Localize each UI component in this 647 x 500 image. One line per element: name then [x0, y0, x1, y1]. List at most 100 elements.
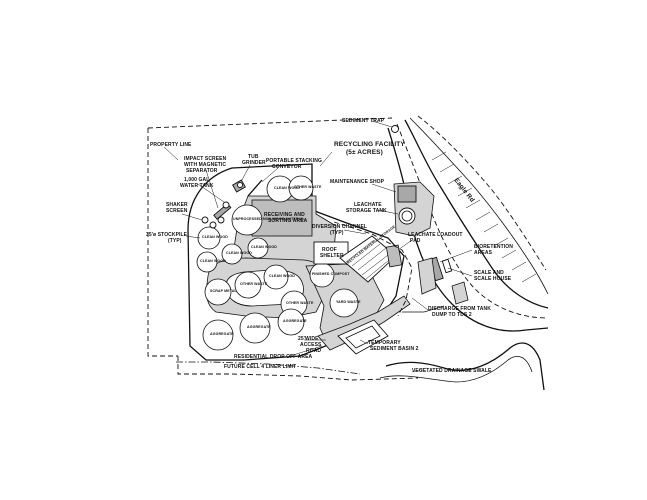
pile-scrap-metal [204, 278, 232, 306]
leader-impact [205, 169, 219, 209]
label-discharge-2: DUMP TO TDS 2 [432, 312, 472, 318]
receiving-sorting-area [251, 199, 313, 237]
discharge-line [402, 305, 445, 313]
pile-label-aggregate-1: AGGREGATE [210, 332, 234, 336]
label-sediment-trap: SEDIMENT TRAP [342, 118, 385, 124]
pile-label-other-waste-2: OTHER WASTE [240, 282, 268, 286]
pile-label-clean-wood-5: CLEAN WOOD [200, 259, 226, 263]
label-diversion-2: (TYP) [330, 230, 344, 236]
pile-label-clean-wood-1: CLEAN WOOD [274, 186, 300, 190]
label-conveyor-2: CONVEYOR [272, 164, 302, 170]
label-basin-1: TEMPORARY [368, 340, 401, 346]
road-outer-dash [417, 115, 547, 271]
pile-unprocessed [231, 204, 263, 236]
pile-label-aggregate-3: AGGREGATE [283, 319, 307, 323]
label-road-1: 25'WIDE [298, 336, 319, 342]
label-diversion-1: DIVERSION CHANNEL [312, 224, 367, 230]
swale-line-inner [379, 356, 533, 383]
shaker-screen-icon-1 [201, 216, 209, 224]
label-stockpile-1: 35'ø STOCKPILE [146, 232, 188, 238]
pile-label-other-waste-1: OTHER WASTE [294, 185, 322, 189]
leader-conveyor [261, 167, 279, 183]
label-road-3: ROAD [306, 348, 321, 354]
pile-aggregate-1 [202, 319, 234, 351]
label-bio-2: AREAS [474, 250, 493, 256]
label-road-name: Eagle Rd [452, 177, 475, 204]
label-tub-grinder-2: GRINDER [242, 160, 266, 166]
label-water-tank-1: 1,000 GAL [184, 177, 209, 183]
sediment-trap [391, 125, 399, 133]
property-line [147, 117, 419, 381]
pile-label-clean-wood-3: CLEAN WOOD [226, 251, 252, 255]
leader-recycling [319, 151, 333, 167]
pile-clean-wood-5 [196, 251, 218, 273]
leader-property-line [163, 146, 179, 161]
pile-label-yard-waste: YARD WASTE [336, 300, 361, 304]
leader-tub [241, 164, 251, 181]
bioretention-area-2 [451, 281, 469, 305]
leader-discharge [411, 297, 429, 311]
tub-grinder-hub [237, 182, 243, 188]
leader-stockpile [185, 235, 201, 239]
road-hatching [431, 151, 537, 283]
facility-pad [187, 163, 405, 361]
label-stockpile-2: (TYP) [168, 238, 182, 244]
diversion-channel [333, 221, 413, 317]
leader-bio [439, 249, 473, 263]
road-centerline [396, 123, 549, 319]
label-shaker-1: SHAKER [166, 202, 188, 208]
label-dropoff: RESIDENTIAL DROP OFF AREA [234, 354, 313, 360]
label-impact-screen-2: WITH MAGNETIC [184, 162, 226, 168]
pile-other-waste-2 [234, 271, 262, 299]
pile-yard-waste [329, 288, 359, 318]
scale-house [441, 258, 453, 274]
label-bio-1: BIORETENTION [474, 244, 513, 250]
label-road-2: ACCESS [300, 342, 322, 348]
leachate-storage-tank-inner [401, 210, 413, 222]
pile-label-aggregate-2: AGGREGATE [247, 325, 271, 329]
leader-shaker [181, 213, 203, 221]
label-water-tank-2: WATER TANK [180, 183, 214, 189]
pile-clean-wood-6 [263, 264, 289, 290]
leader-scale [447, 267, 473, 277]
pile-clean-wood-4 [247, 237, 269, 259]
label-basin-2: SEDIMENT BASIN 2 [370, 346, 419, 352]
leader-diversion [343, 229, 367, 235]
label-discharge-1: DISCHARGE FROM TANK [428, 306, 491, 312]
pile-label-clean-wood-4: CLEAN WOOD [251, 245, 277, 249]
leader-water [197, 183, 225, 203]
temp-sediment-basin [337, 319, 389, 355]
label-leachate-tank-1: LEACHATE [354, 202, 382, 208]
leachate-storage-tank [398, 207, 416, 225]
label-roof-1: ROOF [322, 247, 337, 253]
road-outer-edge [409, 117, 549, 295]
leader-swale [411, 367, 427, 373]
leader-leachate-tank [377, 209, 399, 215]
road-edge-east [404, 119, 549, 309]
label-scale-2: SCALE HOUSE [474, 276, 512, 282]
pile-label-scrap-metal: SCRAP METAL [210, 289, 237, 293]
shaker-screen-icon-2 [209, 221, 217, 229]
sediment-trap-leader [371, 120, 393, 128]
bioretention-area [417, 257, 437, 295]
pile-other-waste-1 [288, 175, 314, 201]
label-receiving-1: RECEIVING AND [264, 212, 305, 218]
pile-aggregate-3 [277, 308, 305, 336]
label-future-cell: FUTURE CELL 4 LINER LIMIT [224, 364, 296, 370]
leader-basin [359, 339, 369, 345]
water-tank-icon [222, 201, 230, 209]
label-impact-screen-1: IMPACT SCREEN [184, 156, 227, 162]
label-roof-2: SHELTER [320, 253, 344, 259]
swale-line [385, 342, 545, 391]
label-recycling-facility: RECYCLING FACILITY [334, 141, 405, 148]
future-cell-limit [176, 361, 361, 375]
pile-clean-wood-3 [221, 243, 243, 265]
pile-label-other-waste-3: OTHER WASTE [286, 301, 314, 305]
shaker-screen-icon-3 [217, 216, 225, 224]
label-scale-1: SCALE AND [474, 270, 504, 276]
leader-loadout [397, 239, 413, 251]
label-property-line: PROPERTY LINE [150, 142, 192, 148]
leader-maint [371, 183, 397, 193]
conveyor-icon [247, 179, 263, 197]
